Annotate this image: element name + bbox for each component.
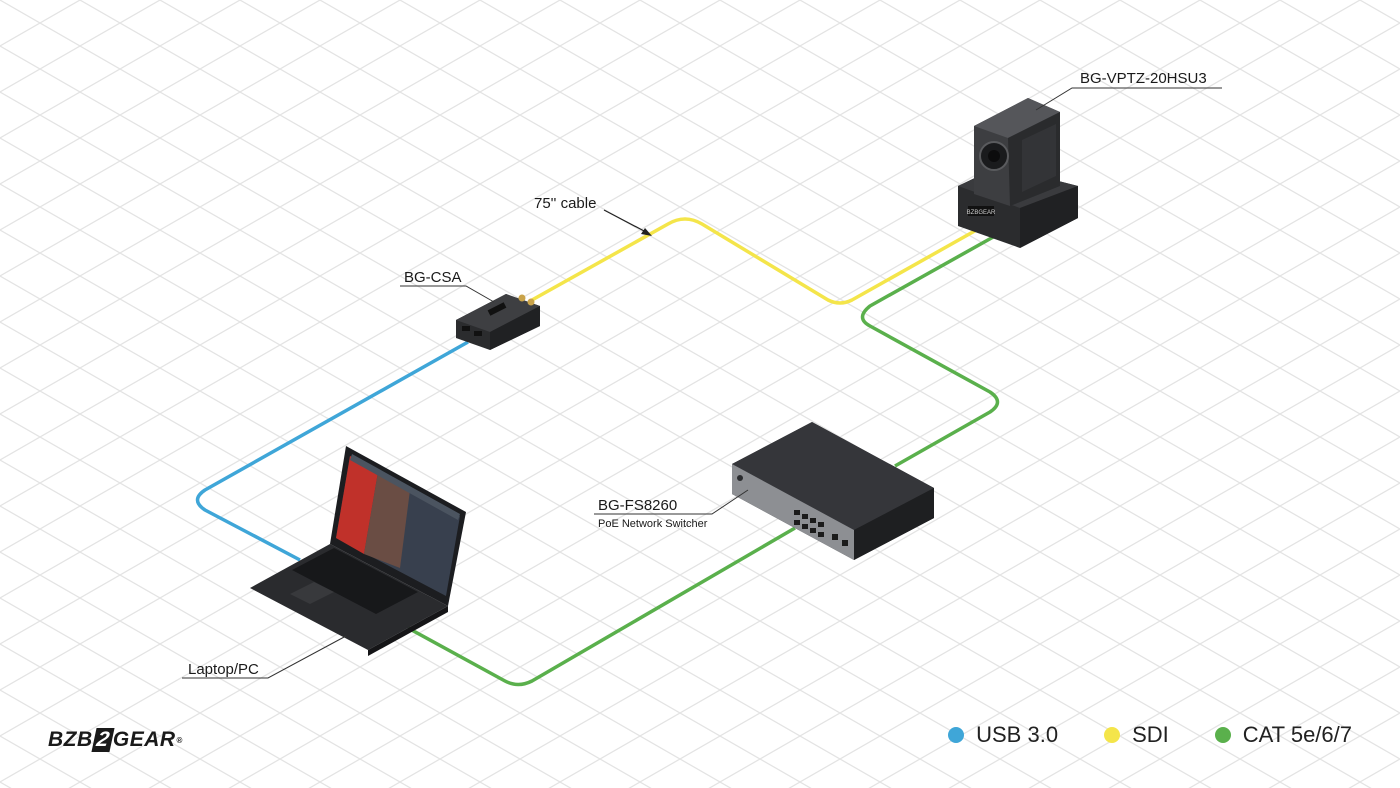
- brand-logo-mid: 2: [91, 728, 115, 752]
- legend-label-sdi: SDI: [1132, 722, 1169, 747]
- legend-item-usb: USB 3.0: [948, 722, 1058, 748]
- legend-dot-sdi: [1104, 727, 1121, 743]
- camera-badge-text: BZBGEAR: [967, 210, 996, 216]
- legend-item-sdi: SDI: [1104, 722, 1169, 748]
- cable-annotation: 75'' cable: [534, 195, 596, 212]
- legend-item-cat: CAT 5e/6/7: [1214, 722, 1352, 748]
- cable-arrow-head: [641, 228, 652, 236]
- ethernet-port: [794, 510, 800, 515]
- leader-line-switch: [594, 489, 749, 515]
- brand-logo-mark: ®: [176, 735, 183, 745]
- switch-label: BG-FS8260: [598, 497, 677, 514]
- ethernet-port: [802, 524, 808, 529]
- converter-label: BG-CSA: [404, 269, 462, 286]
- leader-line-laptop: [182, 635, 347, 679]
- laptop-touchpad: [290, 582, 334, 604]
- legend-dot-usb: [948, 727, 965, 743]
- cat-cable-camera-switch: [860, 234, 1000, 468]
- legend-label-usb: USB 3.0: [976, 722, 1059, 747]
- cable-arrow-line: [603, 209, 647, 233]
- legend-label-cat: CAT 5e/6/7: [1242, 722, 1352, 747]
- brand-logo-right: GEAR: [112, 728, 176, 751]
- sdi-cable: [531, 217, 981, 305]
- brand-logo-left: BZB: [48, 728, 93, 751]
- switch-top: [732, 422, 934, 530]
- laptop: [250, 446, 466, 656]
- leader-line-camera: [1035, 87, 1222, 111]
- legend-dot-cat: [1214, 727, 1231, 743]
- uplink-port: [832, 534, 838, 540]
- ethernet-port: [794, 520, 800, 525]
- ethernet-port: [818, 522, 824, 527]
- usb-cable: [195, 340, 469, 562]
- ethernet-port: [810, 528, 816, 533]
- leader-line-converter: [400, 285, 495, 303]
- poe-network-switch: [732, 422, 934, 560]
- switch-sublabel: PoE Network Switcher: [598, 518, 708, 530]
- laptop-keyboard: [292, 548, 418, 614]
- sdi-connector: [518, 294, 526, 302]
- cat-cable-laptop-switch: [407, 526, 796, 687]
- ethernet-port: [810, 518, 816, 523]
- laptop-label: Laptop/PC: [188, 661, 259, 678]
- camera-label: BG-VPTZ-20HSU3: [1080, 70, 1207, 87]
- legend: USB 3.0 SDI CAT 5e/6/7: [948, 722, 1352, 748]
- uplink-port: [842, 540, 848, 546]
- camera-badge: [968, 206, 994, 216]
- bg-csa-converter: [456, 294, 540, 350]
- sdi-connector: [527, 298, 535, 306]
- ethernet-port: [802, 514, 808, 519]
- ptz-camera: BZBGEAR: [958, 98, 1078, 248]
- ethernet-port: [818, 532, 824, 537]
